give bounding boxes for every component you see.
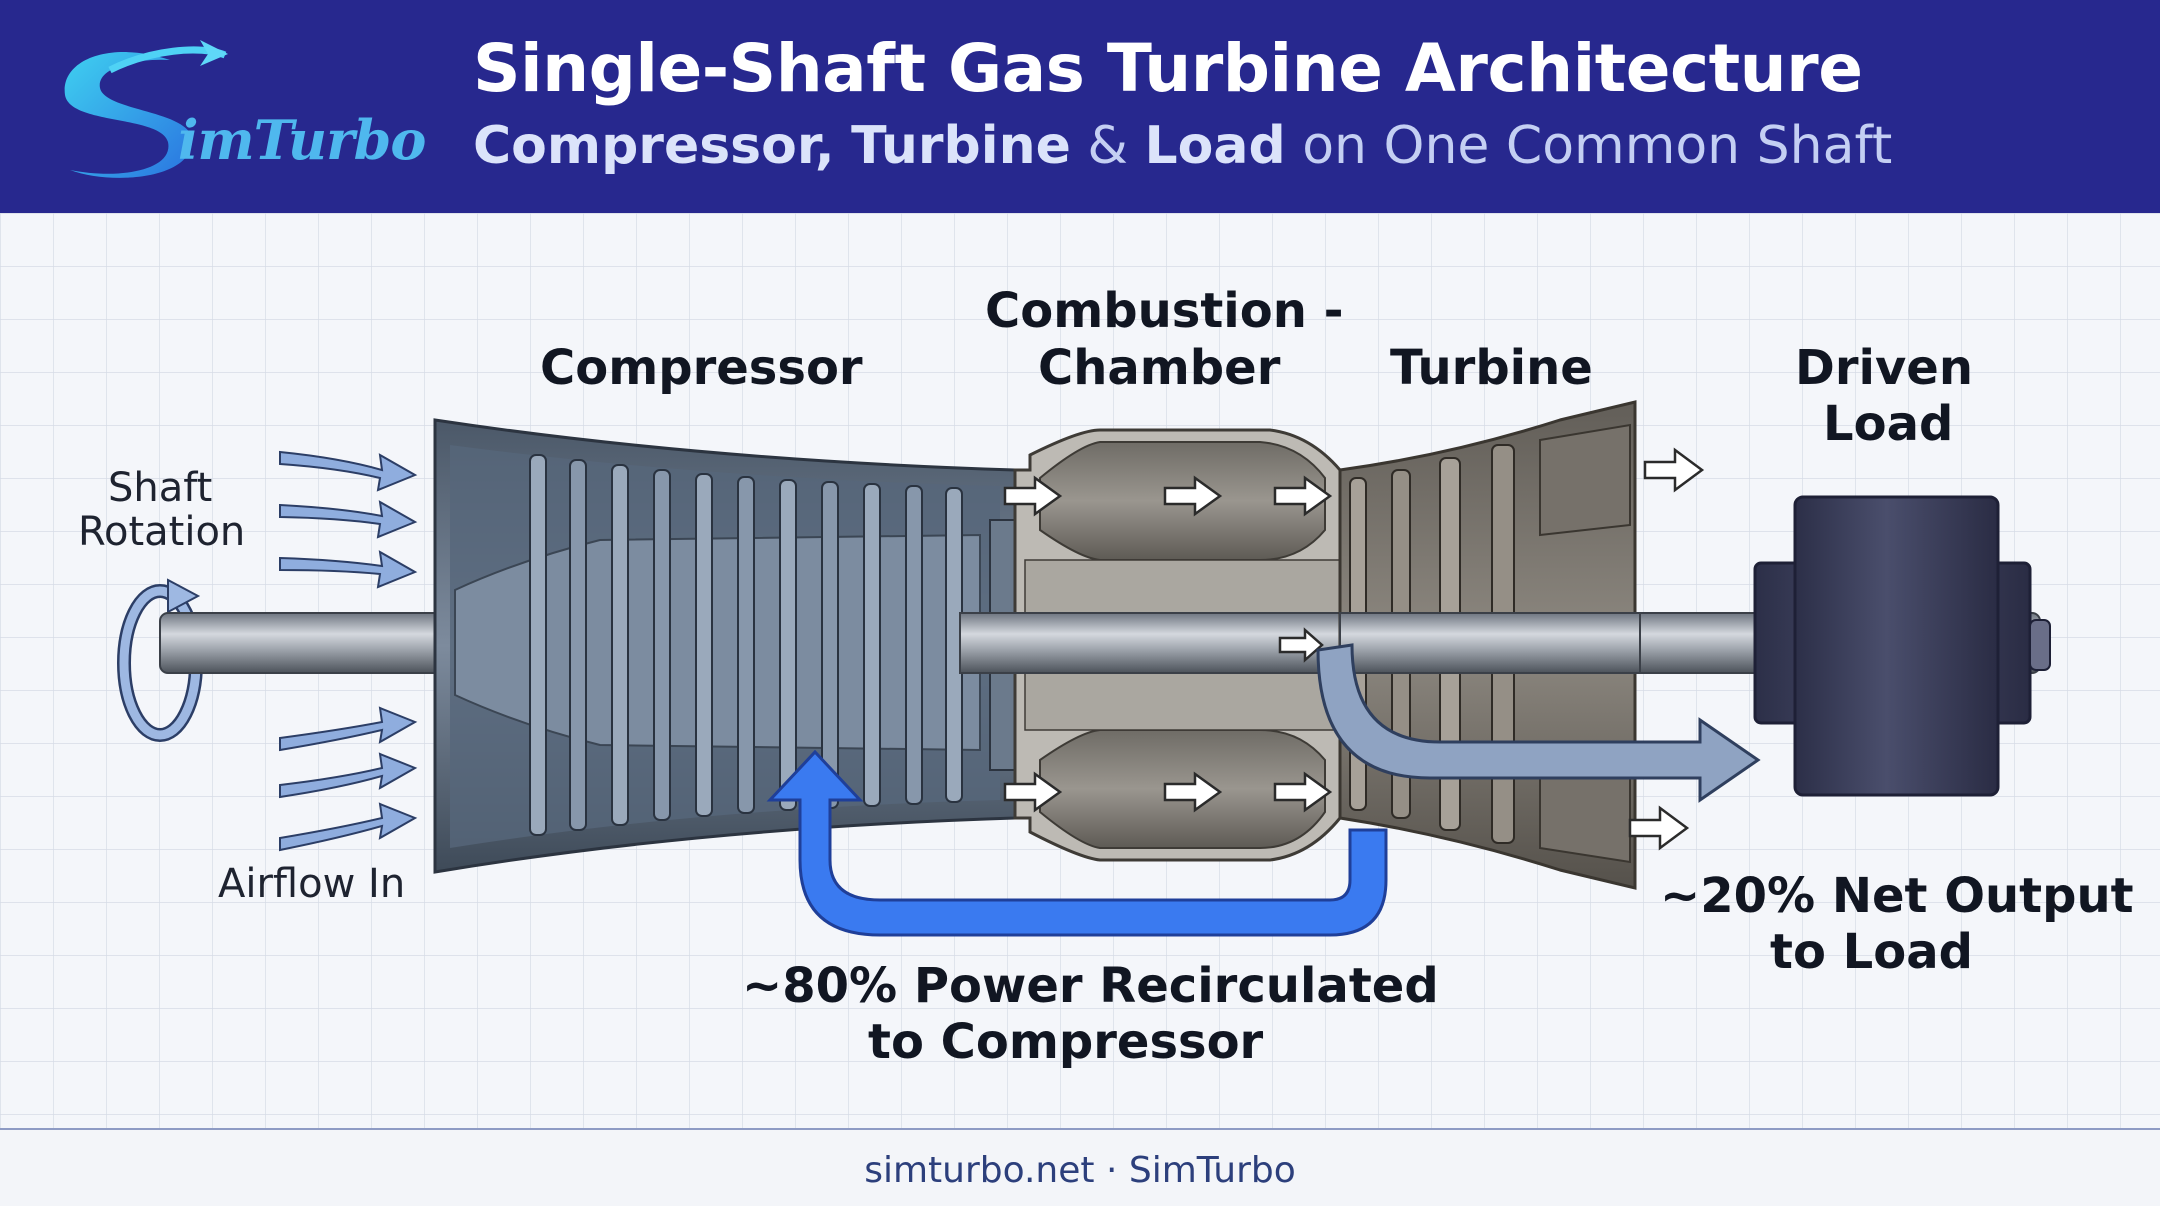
simturbo-logo-icon <box>64 40 228 178</box>
subtitle-rest: on One Common Shaft <box>1302 116 1893 176</box>
footer-divider <box>0 1128 2160 1130</box>
subtitle-load: Load <box>1144 116 1286 176</box>
label-net-output-line1: ~20% Net Output <box>1660 868 2134 924</box>
gas-turbine-diagram <box>0 213 2160 1128</box>
airflow-in-arrows <box>279 450 418 852</box>
label-driven-load-line2: Load <box>1823 396 1954 452</box>
label-shaft-rotation-line2: Rotation <box>78 509 246 555</box>
label-airflow-in: Airflow In <box>218 861 406 907</box>
page-title: Single-Shaft Gas Turbine Architecture <box>473 30 1863 107</box>
net-output-arrow <box>1316 643 1761 803</box>
page-subtitle: Compressor, Turbine & Load on One Common… <box>473 116 1892 176</box>
label-recirculated-line1: ~80% Power Recirculated <box>742 958 1439 1014</box>
label-combustion-line1: Combustion - <box>985 283 1344 339</box>
label-combustion-line2: Chamber <box>1038 340 1281 396</box>
label-recirculated-line2: to Compressor <box>868 1014 1264 1070</box>
subtitle-ampersand: & <box>1087 116 1128 176</box>
subtitle-compressor: Compressor, <box>473 116 835 176</box>
footer-text: simturbo.net · SimTurbo <box>864 1150 1296 1191</box>
logo-wordmark: imTurbo <box>178 108 426 172</box>
label-driven-load-line1: Driven <box>1795 340 1973 396</box>
label-compressor: Compressor <box>540 340 863 396</box>
header-banner: imTurbo Single-Shaft Gas Turbine Archite… <box>0 0 2160 213</box>
label-turbine: Turbine <box>1390 340 1593 396</box>
label-shaft-rotation-line1: Shaft <box>108 465 213 511</box>
label-net-output-line2: to Load <box>1770 924 1973 980</box>
combustion-flow-arrows <box>1003 475 1333 813</box>
exhaust-arrows <box>1628 447 1705 851</box>
driven-load-generator <box>1753 495 2051 797</box>
compressor-blade-stages <box>529 454 963 836</box>
recirculation-arrow <box>766 749 1388 937</box>
subtitle-turbine: Turbine <box>851 116 1071 176</box>
